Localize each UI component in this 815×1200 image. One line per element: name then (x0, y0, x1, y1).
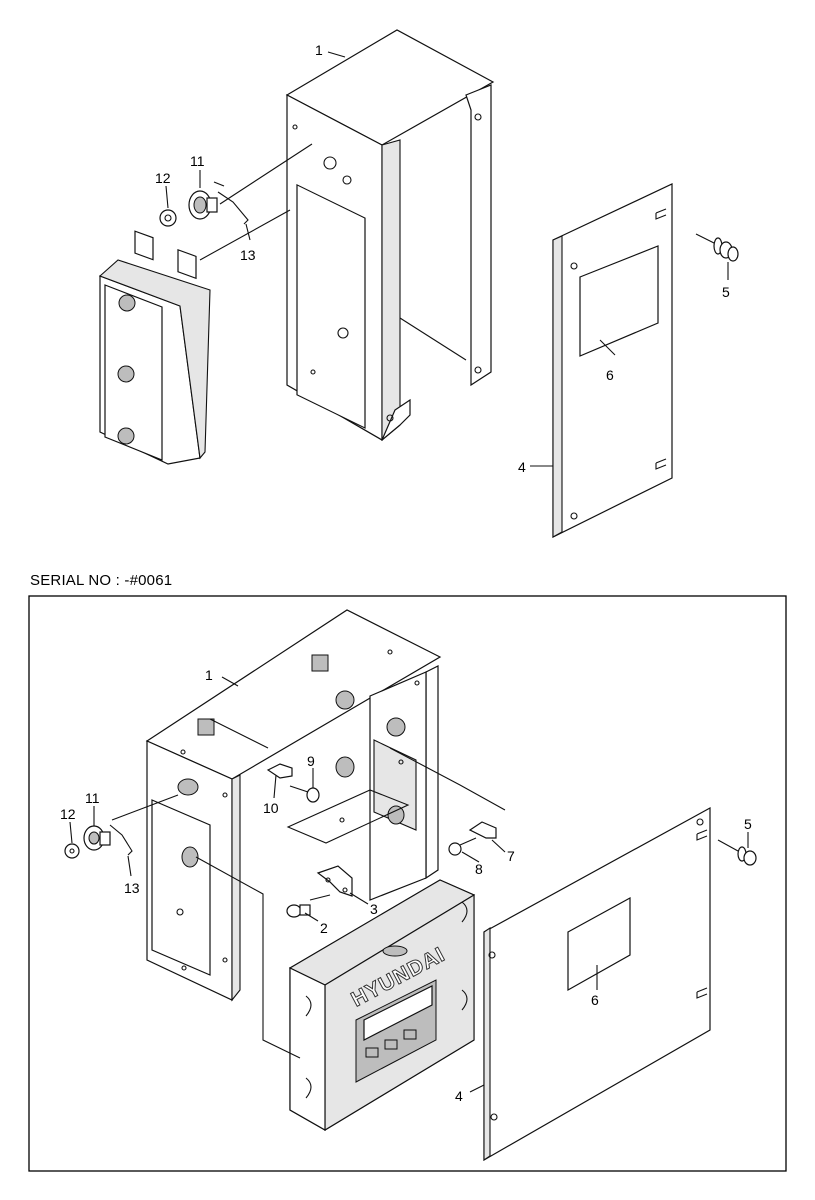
lower-view-frame (28, 595, 787, 1172)
callout-11: 11 (190, 153, 205, 169)
callout-5: 5 (722, 284, 730, 300)
callout-4: 4 (455, 1088, 463, 1104)
callout-10: 10 (263, 800, 279, 816)
callout-6: 6 (591, 992, 599, 1008)
callout-3: 3 (370, 901, 378, 917)
upper-view: 1 6 4 5 11 12 13 (98, 29, 739, 538)
callout-13: 13 (240, 247, 256, 263)
callout-12: 12 (60, 806, 76, 822)
lower-callouts: 1 2 3 4 5 6 7 8 9 10 11 12 13 (60, 667, 752, 1104)
upper-lamp-socket (159, 181, 249, 227)
lower-display-unit: HYUNDAI (288, 879, 476, 1132)
lower-bolt-washer (717, 839, 757, 866)
upper-cover-plate (552, 183, 673, 538)
callout-1: 1 (205, 667, 213, 683)
upper-display-unit (98, 143, 313, 465)
callout-4: 4 (518, 459, 526, 475)
serial-number-label: SERIAL NO : -#0061 (30, 572, 173, 589)
lower-lamp-socket (64, 794, 179, 859)
lower-view: HYUNDAI (60, 609, 757, 1162)
callout-5: 5 (744, 816, 752, 832)
callout-8: 8 (475, 861, 483, 877)
callout-1: 1 (315, 42, 323, 58)
callout-12: 12 (155, 170, 171, 186)
callout-13: 13 (124, 880, 140, 896)
upper-bolt-washer (695, 233, 739, 262)
lower-clamp-screw (448, 821, 497, 856)
lower-bracket-box (145, 609, 442, 1002)
callout-11: 11 (85, 790, 100, 806)
lower-mounting-bracket (286, 865, 353, 918)
callout-9: 9 (307, 753, 315, 769)
callout-7: 7 (507, 848, 515, 864)
callout-6: 6 (606, 367, 614, 383)
upper-bracket-box (285, 29, 495, 442)
callout-2: 2 (320, 920, 328, 936)
upper-callouts: 1 6 4 5 11 12 13 (155, 42, 730, 475)
